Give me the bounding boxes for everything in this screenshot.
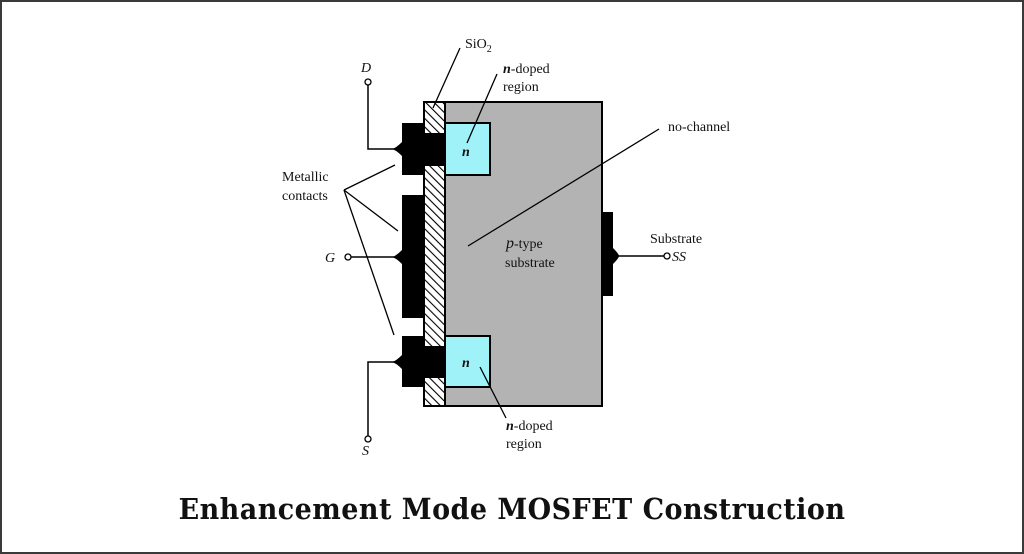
- source-metal-contact: [392, 336, 446, 387]
- no-channel-leader: [467, 128, 660, 247]
- metallic-leader-gate: [343, 189, 399, 232]
- n-doped-top-label-line1: n-doped: [503, 62, 550, 77]
- drain-terminal[interactable]: [364, 78, 372, 86]
- metallic-leader-drain: [343, 164, 396, 191]
- n-doped-bottom-leader: [479, 366, 507, 419]
- p-type-label-line1: p-type: [505, 235, 543, 252]
- source-wire: [367, 361, 395, 436]
- n-doped-top-leader: [466, 73, 498, 144]
- metallic-contacts-label-line2: contacts: [282, 189, 328, 204]
- drain-metal-contact: [392, 123, 446, 175]
- metallic-contacts-label-line1: Metallic: [282, 170, 329, 185]
- metallic-leader-source: [343, 189, 395, 336]
- substrate-terminal[interactable]: [663, 252, 671, 260]
- substrate-metal-contact: [602, 212, 619, 296]
- n-doped-top-label-line2: region: [503, 80, 539, 95]
- gate-label: G: [325, 251, 335, 266]
- sio2-label: SiO2: [465, 37, 492, 55]
- source-terminal[interactable]: [364, 435, 372, 443]
- gate-metal-contact: [392, 195, 424, 318]
- n-region-top: [444, 122, 491, 176]
- drain-wire: [367, 85, 395, 150]
- source-label: S: [362, 444, 369, 459]
- sio2-leader: [432, 47, 461, 109]
- gate-terminal[interactable]: [344, 253, 352, 261]
- substrate-terminal-label: SS: [672, 250, 686, 265]
- diagram-title: Enhancement Mode MOSFET Construction: [178, 492, 846, 526]
- drain-label: D: [360, 61, 371, 76]
- no-channel-label: no-channel: [668, 120, 730, 135]
- n-region-bottom-label: n: [462, 356, 470, 371]
- n-doped-bottom-label-line1: n-doped: [506, 419, 553, 434]
- p-type-label-line2: substrate: [505, 256, 555, 271]
- n-doped-bottom-label-line2: region: [506, 437, 542, 452]
- substrate-label: Substrate: [650, 232, 702, 247]
- n-region-top-label: n: [462, 145, 470, 160]
- n-region-bottom: [444, 335, 491, 388]
